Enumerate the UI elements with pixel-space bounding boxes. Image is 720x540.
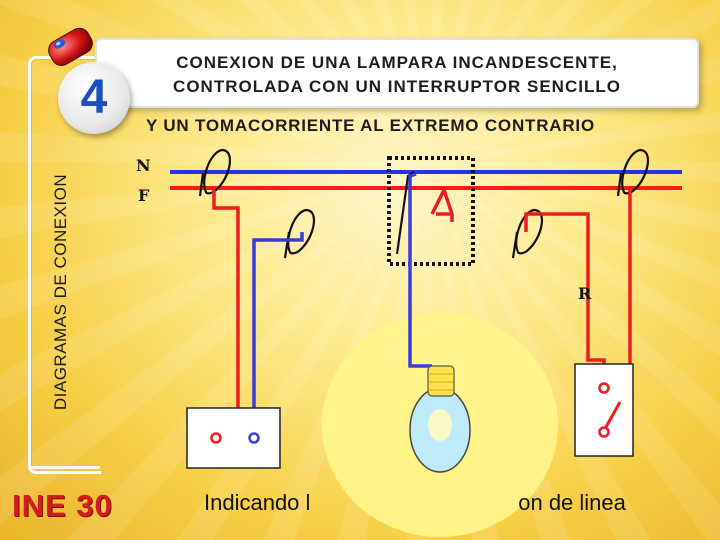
gem-icon <box>48 27 93 66</box>
lamp-phase-wire <box>430 185 454 222</box>
outlet-phase-terminal <box>210 432 222 444</box>
subtitle: Y UN TOMACORRIENTE AL EXTREMO CONTRARIO <box>146 116 595 135</box>
lamp-bulb-icon <box>409 365 471 473</box>
neutral-label: N <box>136 156 151 175</box>
side-frame-bottom <box>28 466 100 469</box>
lamp-neutral-wire <box>408 172 432 368</box>
caption: Indicando l on de linea <box>204 490 626 515</box>
switch-icon <box>574 363 634 457</box>
outlet-phase-wire <box>212 190 240 438</box>
outlet-icon <box>186 407 281 469</box>
return-label: R <box>578 284 592 303</box>
switch-top-terminal <box>598 382 610 394</box>
outlet-neutral-terminal <box>248 432 260 444</box>
title-line-2: CONTROLADA CON UN INTERRUPTOR SENCILLO <box>173 77 621 96</box>
outlet-neutral-wire <box>252 232 304 438</box>
splice-icon <box>198 148 650 259</box>
logo: INE 30 <box>12 488 113 523</box>
title-box: CONEXION DE UNA LAMPARA INCANDESCENTE, C… <box>95 38 699 108</box>
switch-lever <box>604 401 622 428</box>
junction-box <box>387 156 475 266</box>
phase-label: F <box>138 186 150 205</box>
title-line-1: CONEXION DE UNA LAMPARA INCANDESCENTE, <box>176 53 618 72</box>
switch-bottom-terminal <box>598 426 610 438</box>
badge-number: 4 <box>80 71 108 124</box>
step-badge: 4 <box>58 62 130 134</box>
